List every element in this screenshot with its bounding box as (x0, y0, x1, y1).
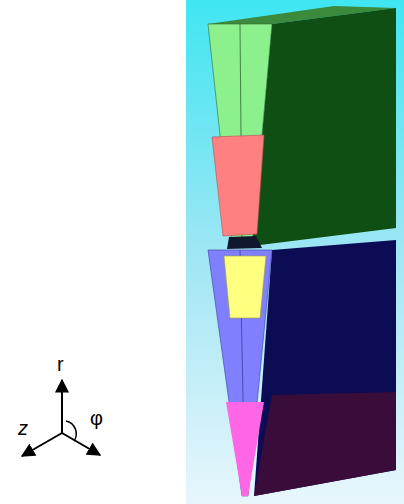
phi-axis (62, 433, 100, 455)
upper-side-face (252, 8, 396, 246)
r-axis (61, 380, 63, 433)
axis-label: r (57, 354, 64, 374)
axis-label: φ (90, 408, 103, 428)
lower-side-tip (254, 392, 396, 496)
lower-coil (224, 256, 266, 318)
axis-label: z (18, 418, 28, 438)
backdrop (186, 0, 404, 504)
lower-front-face (208, 250, 272, 496)
pole-tip (227, 236, 262, 249)
z-axis (22, 433, 62, 456)
upper-front-face (208, 24, 272, 246)
lower-insert (226, 402, 264, 496)
phi-arc (66, 421, 76, 441)
lower-side-face (254, 240, 396, 496)
upper-coil (212, 135, 264, 236)
